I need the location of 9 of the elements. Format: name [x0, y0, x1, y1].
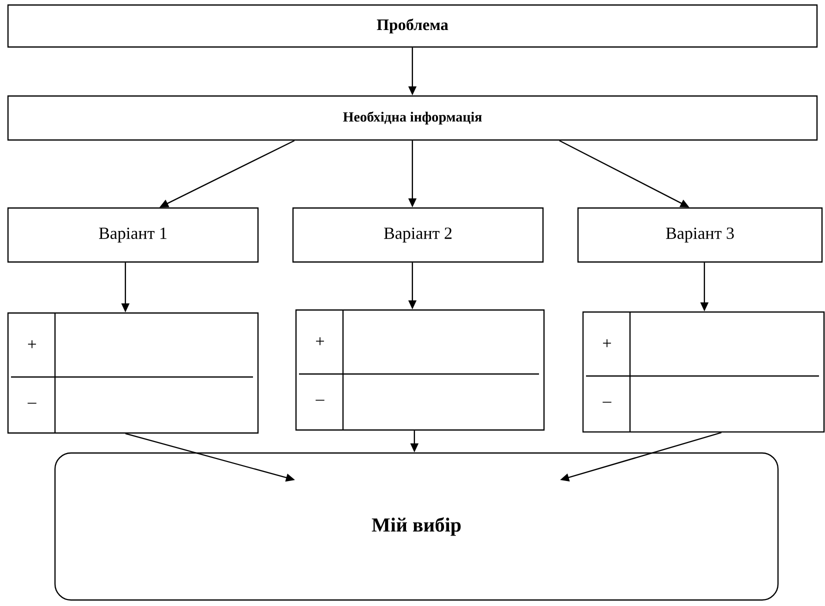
result-box: Мій вибір	[54, 452, 779, 601]
option-box: Варіант 2	[292, 207, 544, 263]
process-box: Необхідна інформація	[7, 95, 818, 141]
pros-cons-table: + –	[582, 311, 825, 433]
option-box: Варіант 1	[7, 207, 259, 263]
title-box: Проблема	[7, 4, 818, 48]
pros-cons-table: + –	[7, 312, 259, 434]
option-box: Варіант 3	[577, 207, 823, 263]
pros-cons-table: + –	[295, 309, 545, 431]
